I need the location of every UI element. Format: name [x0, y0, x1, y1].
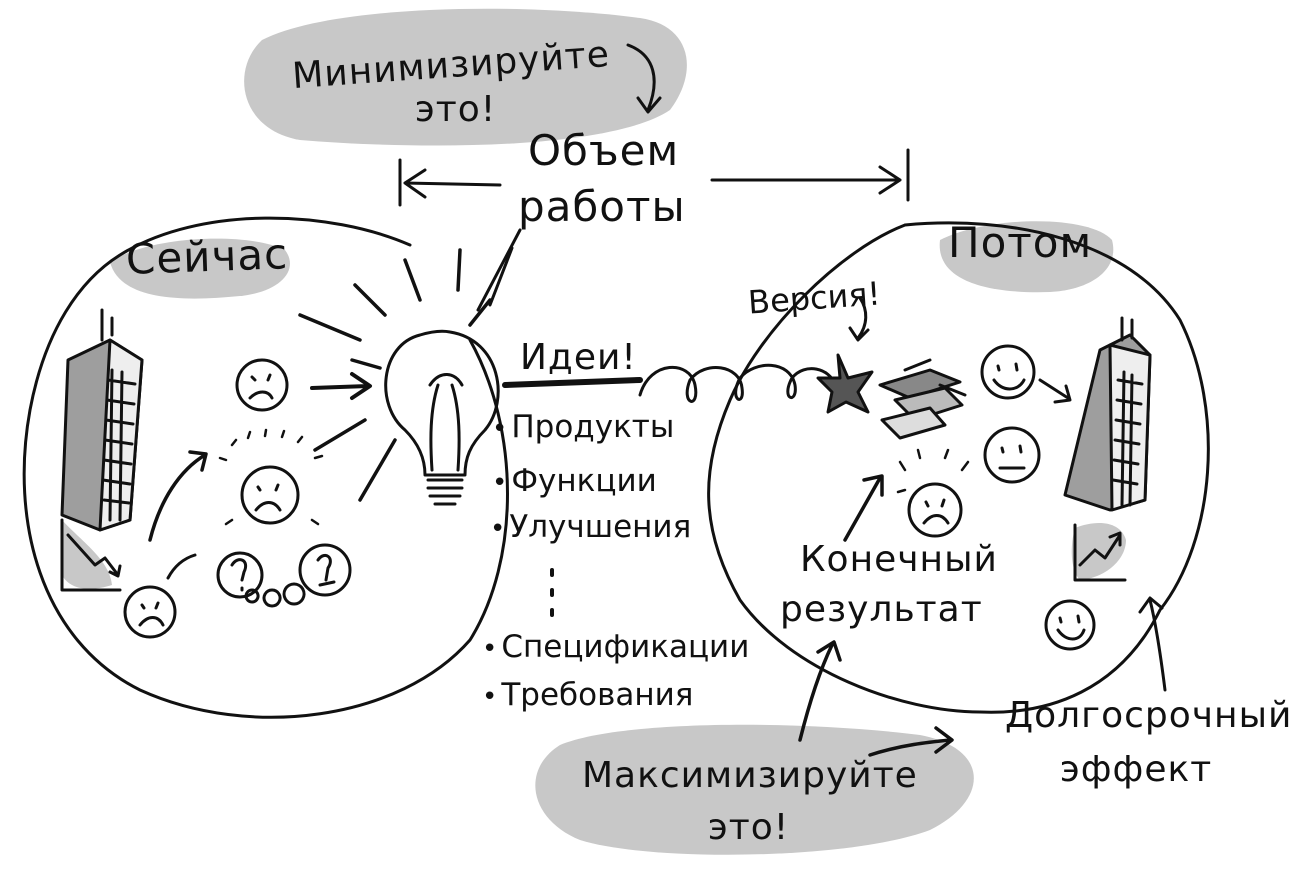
idea-type-improvements: Улучшения	[490, 512, 691, 543]
happy-face-2-icon	[1044, 599, 1096, 651]
happy-face-1-icon	[980, 344, 1036, 400]
ideas-underline	[502, 377, 643, 388]
scope-arrow-right	[710, 148, 910, 202]
minimize-arrow	[626, 43, 662, 114]
minimize-label-line2: это!	[415, 89, 497, 130]
circle-later	[707, 221, 1210, 714]
sad-face-3-icon	[123, 585, 177, 639]
impact-label-line2: эффект	[1060, 749, 1213, 790]
later-label: Потом	[948, 218, 1093, 267]
arrow-impact-up	[1138, 596, 1167, 692]
lightbulb-rays	[298, 248, 492, 502]
outcome-label-line1: Конечный	[800, 539, 998, 580]
marker-shadows	[62, 8, 1126, 855]
maximize-label-line1: Максимизируйте	[582, 755, 918, 796]
lightbulb-icon	[384, 329, 500, 506]
idea-type-features: Функции	[492, 466, 656, 497]
arrow-to-bulb	[310, 372, 372, 400]
shadow-now	[110, 238, 290, 299]
iteration-loops	[638, 363, 837, 403]
scope-label-line1: Объем	[528, 126, 680, 175]
growth-chart-icon	[1073, 523, 1127, 582]
building-later-icon	[1063, 316, 1152, 512]
arrow-curve-up	[148, 450, 208, 542]
now-label: Сейчас	[125, 229, 289, 284]
speech-bubbles	[244, 582, 306, 608]
impact-label-line1: Долгосрочный	[1005, 695, 1293, 736]
maximize-label-line2: это!	[708, 807, 790, 848]
version-label: Версия!	[746, 274, 882, 322]
worry-ticks	[218, 428, 970, 526]
idea-type-products: Продукты	[492, 412, 674, 443]
neutral-face-icon	[983, 426, 1041, 484]
version-star-icon	[816, 353, 874, 414]
shadow-minimize	[244, 8, 687, 146]
shadow-maximize	[535, 724, 974, 855]
confused-face-2-icon	[298, 543, 352, 597]
arrow-maximize-outcome	[798, 640, 842, 742]
idea-type-requirements: Требования	[482, 680, 693, 711]
arrow-sad-up	[166, 553, 197, 580]
sad-face-2-icon	[240, 465, 300, 525]
confused-face-1-icon	[216, 551, 264, 599]
ideas-label: Идеи!	[520, 337, 637, 378]
version-arrow	[848, 296, 870, 342]
sad-face-1-icon	[235, 358, 289, 412]
sad-face-4-icon	[907, 482, 963, 538]
outcome-label-line2: результат	[780, 589, 983, 630]
scope-label-line2: работы	[518, 182, 686, 231]
arrow-maximize-impact	[868, 726, 954, 757]
arrow-happy-building	[1038, 378, 1072, 404]
scope-line-1	[476, 228, 522, 312]
idea-type-specifications: Спецификации	[482, 632, 749, 663]
scope-line-2	[488, 246, 514, 307]
decline-chart-icon	[60, 518, 122, 592]
building-now-icon	[60, 308, 144, 532]
arrow-to-outcome	[843, 474, 884, 542]
scope-arrow-left	[398, 158, 502, 207]
product-pile-icon	[878, 358, 967, 440]
shadow-later	[939, 221, 1114, 293]
